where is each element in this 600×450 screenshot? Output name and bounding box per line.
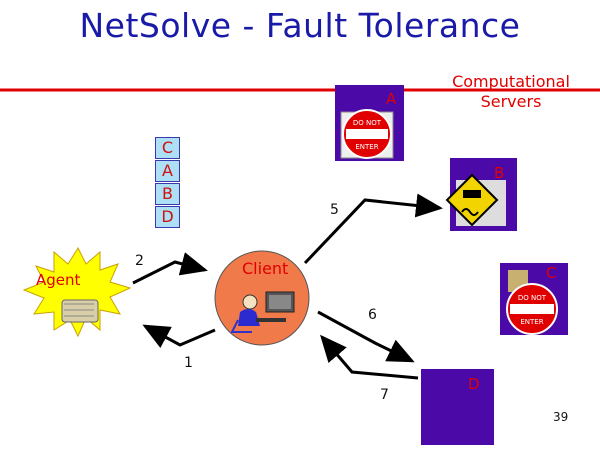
arrow-5-client-to-b [303, 193, 443, 265]
arrow-6-client-to-d [317, 310, 415, 363]
hand-of-cards-icon [61, 299, 99, 323]
arrow-7-d-to-client [320, 334, 419, 380]
queue-item-2: A [155, 160, 180, 182]
server-c: DO NOT ENTER C [500, 263, 568, 335]
slippery-road-icon [445, 173, 499, 227]
step-label-2: 2 [135, 253, 144, 269]
queue-item-1: C [155, 137, 180, 159]
do-not-enter-icon: DO NOT ENTER [342, 109, 392, 159]
agent-label: Agent [36, 271, 81, 289]
server-b: B [445, 158, 517, 231]
sign-text-top: DO NOT [353, 119, 382, 127]
step-label-6: 6 [368, 307, 377, 323]
queue-item-3: B [155, 183, 180, 205]
page-number: 39 [553, 410, 569, 424]
do-not-enter-icon: DO NOT ENTER [506, 283, 558, 335]
server-c-label: C [546, 264, 556, 282]
server-a-label: A [386, 90, 397, 108]
person-at-computer-icon [230, 291, 295, 333]
sign-text-bottom: ENTER [355, 143, 378, 151]
queue-item-4: D [155, 206, 180, 228]
servers-label-line-1: Computational [452, 72, 570, 91]
sign-text-top: DO NOT [518, 294, 547, 302]
sign-text-bottom: ENTER [520, 318, 543, 326]
client-label: Client [242, 259, 288, 278]
arrow-2-agent-to-client [132, 252, 208, 285]
slide-title: NetSolve - Fault Tolerance [79, 6, 521, 45]
servers-label-line-2: Servers [480, 92, 542, 111]
server-b-label: B [494, 164, 504, 182]
server-d: D [421, 369, 494, 445]
step-label-1: 1 [184, 355, 193, 371]
agent-star [22, 246, 132, 338]
agent-node: Agent [22, 246, 132, 338]
computational-servers-label: Computational Servers [446, 72, 576, 112]
server-a: DO NOT ENTER A [335, 85, 404, 161]
server-d-label: D [468, 375, 480, 393]
client-node: Client [214, 250, 310, 346]
step-label-5: 5 [330, 202, 339, 218]
step-label-7: 7 [380, 387, 389, 403]
arrow-1-client-to-agent [142, 324, 216, 348]
